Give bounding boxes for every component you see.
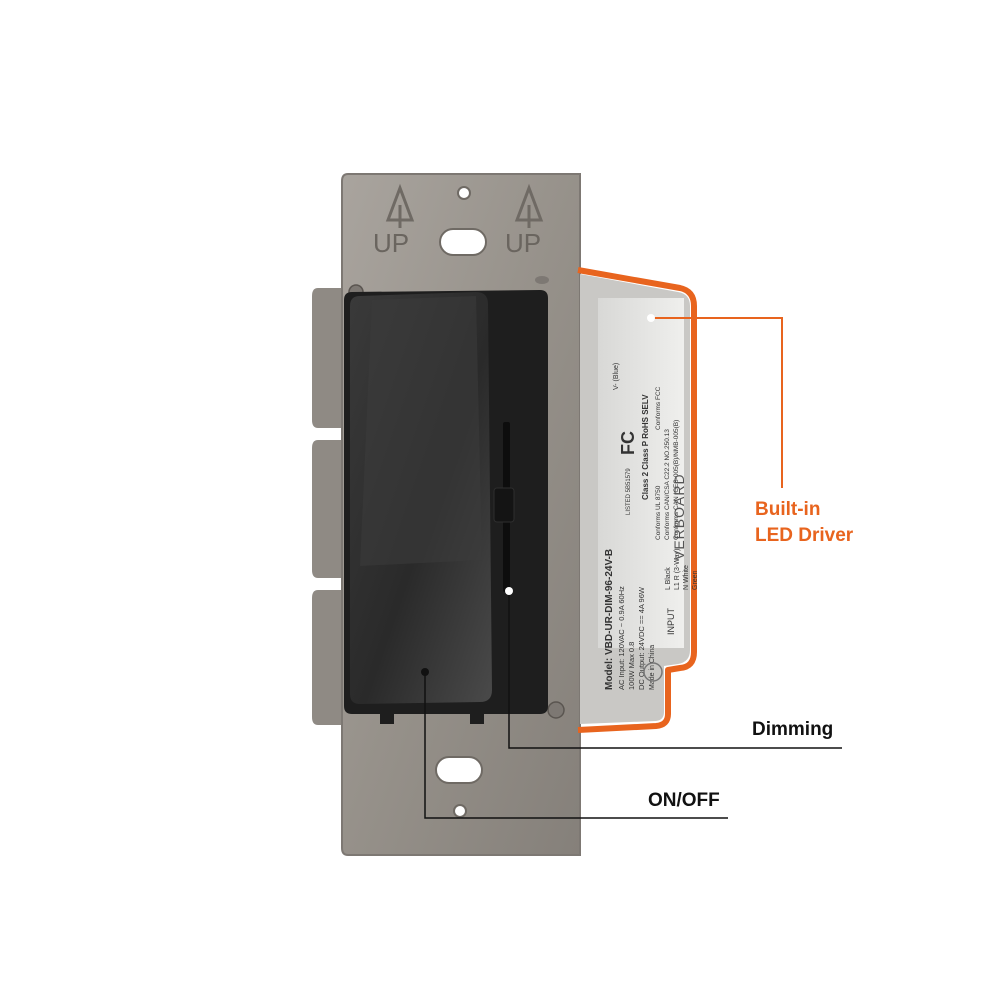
driver-conformity-2: Conforms CAN/CSA C22.2 NO.250.13 [664,429,671,540]
screw-hole-bottom [453,804,467,818]
led-driver-label-sticker [598,298,684,648]
driver-callout-line [651,317,783,488]
driver-callout-dot [647,314,655,322]
driver-conformity-3: Conforms CAN ICES-005(B)/NMB-005(B) [673,420,680,540]
screw-bottom-right [547,701,565,719]
driver-wire-3: N White [683,565,690,590]
on-off-callout: ON/OFF [648,790,720,811]
switch-bottom-tab-left [380,712,394,724]
driver-output-wire: V- (Blue) [613,363,620,390]
driver-fcc-mark: FC [618,431,638,455]
dimming-callout-line [508,591,842,749]
driver-ul-mark: LISTED 5B51579 [626,468,632,515]
driver-fcc-conform: Conforms FCC [655,386,662,430]
dimmer-slider-knob[interactable] [493,487,515,523]
driver-callout-line-1: Built-in [755,499,821,520]
driver-callout-line-2: LED Driver [755,525,854,546]
driver-ac-input: AC Input: 120VAC ~ 0.9A 60Hz [617,586,626,690]
driver-model: Model: VBD-UR-DIM-96-24V-B [604,549,615,690]
driver-wire-1: L Black [665,567,672,590]
up-arrow-right-icon [514,183,544,228]
driver-ac-input-2: 100W Max 0.8 [627,642,636,690]
screw-hole-top [457,186,471,200]
callout-leader-lines [421,314,842,819]
dimming-callout: Dimming [752,719,834,740]
paddle-highlight [360,296,482,566]
up-arrow-left-icon [385,183,415,228]
onoff-callout-dot [421,668,429,676]
driver-conformity-1: Conforms UL 8750 [655,485,662,540]
screw-top-right [535,276,549,284]
onoff-callout-line [424,672,728,819]
led-driver-outline [577,267,697,733]
dimming-callout-dot [505,587,513,595]
driver-made-in: Made in China [649,645,656,690]
driver-brand: VERBOARD [671,473,687,560]
built-in-led-driver-callout: Built-in LED Driver [755,497,853,549]
driver-wire-4: Green [692,570,699,590]
driver-dc-output: DC Output: 24VDC == 4A 96W [637,586,646,690]
driver-wire-2: L1 R (3-Way) [674,549,681,590]
driver-rohs: Class 2 Class P RoHS SELV [641,394,650,500]
driver-ground-symbol [643,662,663,682]
driver-label-text: Model: VBD-UR-DIM-96-24V-B AC Input: 120… [604,363,699,690]
mounting-slot-bottom [435,756,483,784]
driver-input-title: INPUT [666,607,676,635]
plate-up-left: UP [373,228,409,258]
switch-bottom-tab-right [470,712,484,724]
plate-up-right: UP [505,228,541,258]
mounting-slot-top [439,228,487,256]
